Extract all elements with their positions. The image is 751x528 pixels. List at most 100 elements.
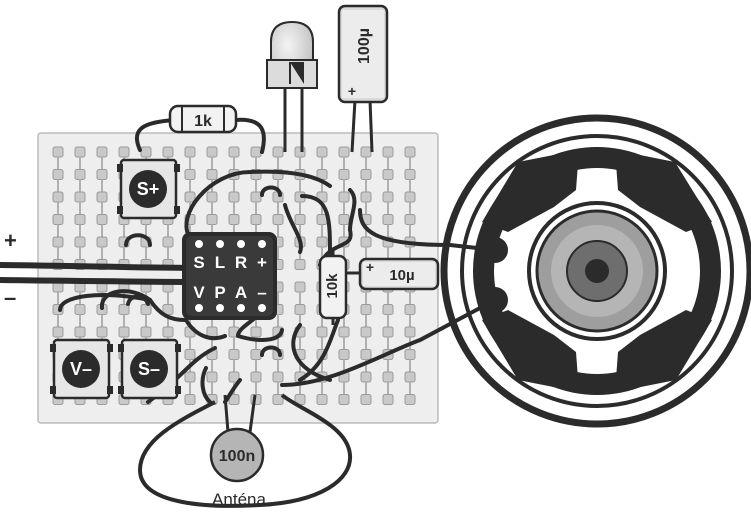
stripboard-hole xyxy=(96,326,108,338)
stripboard-hole xyxy=(228,146,240,158)
stripboard-hole xyxy=(382,326,394,338)
stripboard-hole xyxy=(96,191,108,203)
stripboard-hole xyxy=(250,214,262,225)
minus-label: – xyxy=(4,285,16,310)
stripboard-hole xyxy=(338,214,350,225)
stripboard-hole xyxy=(74,191,86,203)
stripboard-hole xyxy=(316,236,328,248)
stripboard-hole xyxy=(338,191,350,203)
stripboard-hole xyxy=(140,326,152,338)
chip-pin-v: V xyxy=(193,283,205,302)
stripboard-hole xyxy=(360,349,372,360)
stripboard-hole xyxy=(118,326,130,338)
stripboard-hole xyxy=(360,371,372,383)
capacitor-100n: 100n xyxy=(209,394,265,483)
stripboard-hole xyxy=(74,146,86,158)
stripboard-hole xyxy=(184,349,196,360)
stripboard-hole xyxy=(338,394,350,405)
stripboard-hole xyxy=(316,146,328,158)
stripboard-hole xyxy=(250,371,262,383)
stripboard-hole xyxy=(338,146,350,158)
button-v-minus-label: V– xyxy=(70,359,92,379)
stripboard-hole xyxy=(206,191,218,203)
stripboard-hole xyxy=(74,326,86,338)
stripboard-hole xyxy=(140,304,152,315)
stripboard-hole xyxy=(96,236,108,248)
resistor-10k-label: 10k xyxy=(324,273,341,299)
stripboard-hole xyxy=(52,326,64,338)
stripboard-hole xyxy=(316,326,328,338)
stripboard-hole xyxy=(206,169,218,180)
speaker xyxy=(440,114,751,428)
stripboard-hole xyxy=(250,326,262,338)
chip-pin-plus: + xyxy=(257,253,267,272)
button-s-plus-label: S+ xyxy=(137,179,160,199)
stripboard-hole xyxy=(52,169,64,180)
stripboard-hole xyxy=(118,146,130,158)
stripboard-hole xyxy=(404,326,416,338)
capacitor-100u-label: 100µ xyxy=(356,28,373,64)
chip-pin-p: P xyxy=(214,283,225,302)
stripboard-hole xyxy=(294,304,306,315)
stripboard-hole xyxy=(404,214,416,225)
stripboard-hole xyxy=(206,371,218,383)
resistor-1k: 1k xyxy=(168,104,238,134)
stripboard-hole xyxy=(360,394,372,405)
stripboard-hole xyxy=(360,304,372,315)
stripboard-hole xyxy=(316,394,328,405)
stripboard-hole xyxy=(184,394,196,405)
stripboard-hole xyxy=(74,214,86,225)
capacitor-10u: + 10µ xyxy=(345,257,440,291)
stripboard-hole xyxy=(184,191,196,203)
button-v-minus[interactable]: V– xyxy=(50,338,113,400)
stripboard-hole xyxy=(272,146,284,158)
button-s-minus[interactable]: S– xyxy=(118,338,181,400)
stripboard-hole xyxy=(162,146,174,158)
stripboard-hole xyxy=(382,371,394,383)
stripboard-hole xyxy=(52,214,64,225)
stripboard-hole xyxy=(404,191,416,203)
button-s-minus-label: S– xyxy=(138,359,160,379)
stripboard-hole xyxy=(382,169,394,180)
stripboard-hole xyxy=(228,191,240,203)
stripboard-hole xyxy=(250,191,262,203)
stripboard-hole xyxy=(294,259,306,270)
stripboard-hole xyxy=(382,304,394,315)
capacitor-10u-polarity: + xyxy=(366,259,374,275)
stripboard-hole xyxy=(360,191,372,203)
stripboard-hole xyxy=(206,214,218,225)
stripboard-hole xyxy=(162,236,174,248)
led xyxy=(266,20,318,152)
chip-pin-a: A xyxy=(235,283,247,302)
stripboard-hole xyxy=(250,349,262,360)
stripboard-hole xyxy=(118,304,130,315)
capacitor-100n-label: 100n xyxy=(219,448,255,465)
stripboard-hole xyxy=(206,146,218,158)
stripboard-hole xyxy=(272,214,284,225)
stripboard-hole xyxy=(74,304,86,315)
capacitor-100u: 100µ + xyxy=(337,4,389,153)
chip-module: S L R + V P A – xyxy=(182,232,277,320)
stripboard-hole xyxy=(360,146,372,158)
stripboard-hole xyxy=(206,326,218,338)
stripboard-hole xyxy=(96,169,108,180)
stripboard-hole xyxy=(294,281,306,293)
resistor-10k: 10k xyxy=(318,250,348,325)
stripboard-hole xyxy=(338,326,350,338)
stripboard-hole xyxy=(52,236,64,248)
stripboard-hole xyxy=(404,349,416,360)
button-s-plus[interactable]: S+ xyxy=(117,158,180,220)
stripboard-hole xyxy=(404,169,416,180)
stripboard-hole xyxy=(404,371,416,383)
stripboard-hole xyxy=(404,394,416,405)
stripboard-hole xyxy=(52,191,64,203)
capacitor-100u-polarity: + xyxy=(348,83,356,99)
stripboard-hole xyxy=(228,214,240,225)
stripboard-hole xyxy=(228,349,240,360)
chip-pin-r: R xyxy=(235,253,247,272)
stripboard-hole xyxy=(382,394,394,405)
chip-pin-s: S xyxy=(193,253,204,272)
stripboard-hole xyxy=(382,146,394,158)
stripboard-hole xyxy=(382,191,394,203)
stripboard-hole xyxy=(184,146,196,158)
